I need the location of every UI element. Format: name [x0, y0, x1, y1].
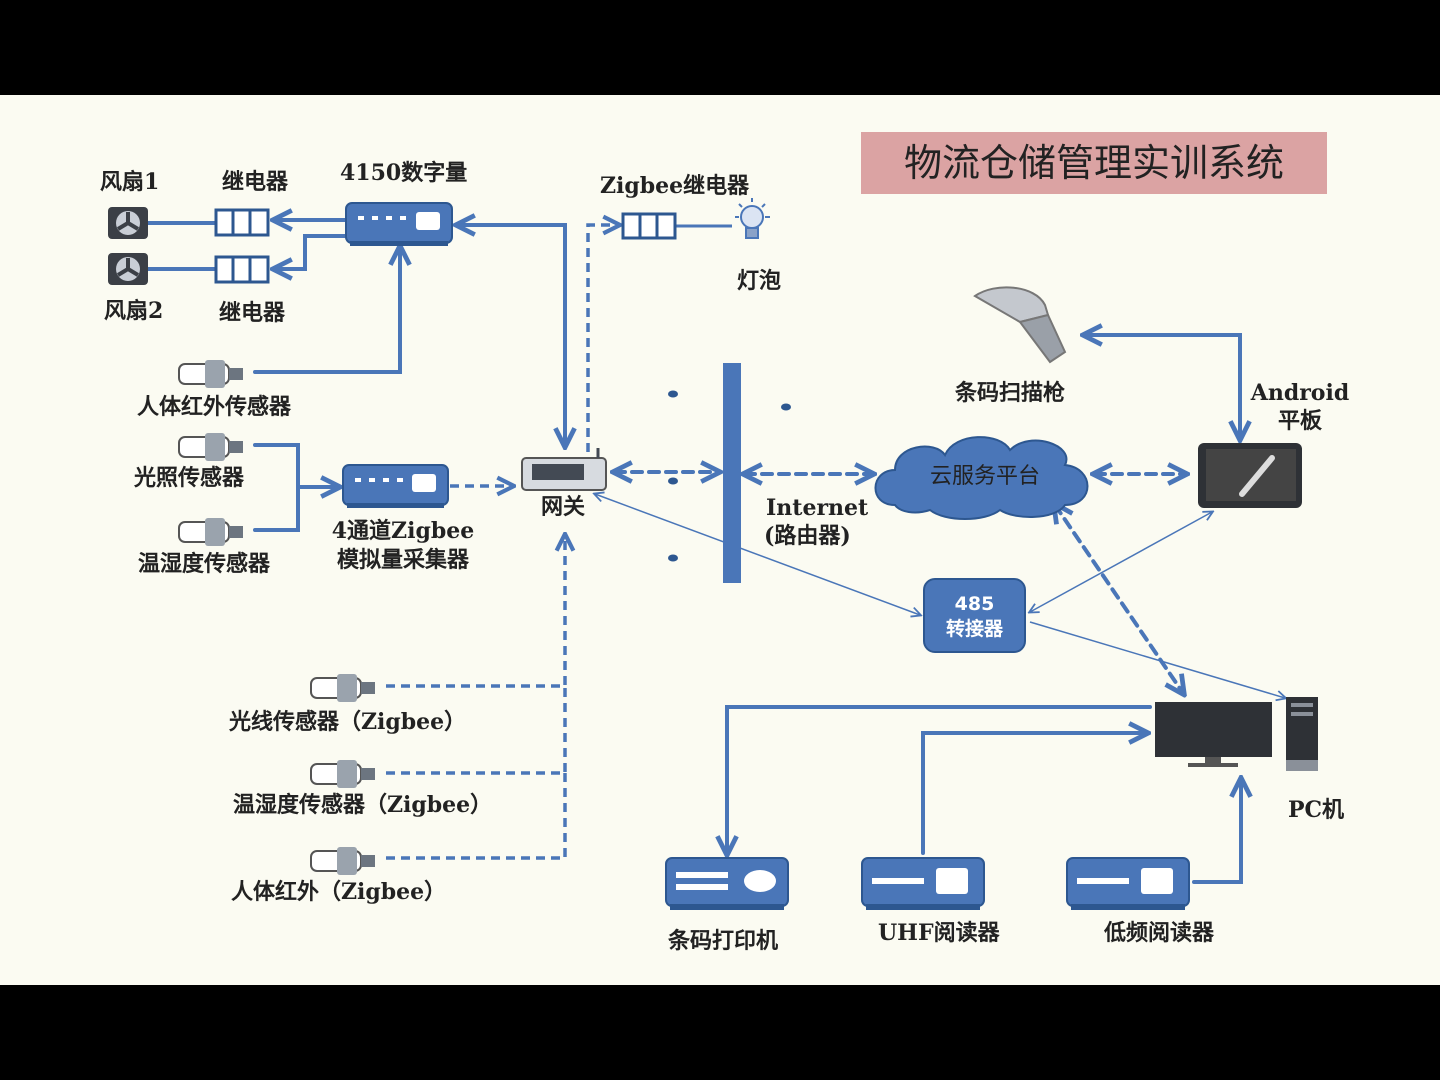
router-bar — [723, 363, 741, 583]
bulb-label: 灯泡 — [737, 268, 782, 294]
digital-to-relay2 — [275, 234, 347, 269]
analog-collector-device — [342, 464, 449, 508]
pc-label: PC机 — [1288, 797, 1345, 823]
fan1-label: 风扇1 — [100, 169, 160, 195]
android-label: Android — [1250, 380, 1350, 406]
pir-sensor-label: 人体红外传感器 — [137, 394, 292, 420]
relay-bottom-label: 继电器 — [219, 300, 286, 326]
sensor-icon — [178, 433, 243, 461]
lf-label: 低频阅读器 — [1104, 920, 1215, 946]
pir-zigbee-label: 人体红外（Zigbee） — [231, 879, 447, 905]
gateway-485-line — [595, 494, 920, 615]
pc-tower-icon — [1286, 697, 1318, 771]
relay-top-label: 继电器 — [222, 169, 289, 195]
router-label: (路由器) — [764, 523, 851, 549]
fan2-label: 风扇2 — [104, 298, 164, 324]
converter-label-1: 485 — [954, 593, 995, 615]
reader-icon — [861, 857, 985, 910]
scanner-label: 条码扫描枪 — [955, 380, 1066, 406]
fan-icon — [108, 207, 148, 239]
monitor-icon — [1155, 702, 1272, 767]
fan-icon — [108, 253, 148, 285]
light-sensor-label: 光照传感器 — [134, 465, 245, 491]
collector-label-2: 模拟量采集器 — [336, 547, 470, 573]
barcode-scanner-icon — [973, 286, 1067, 364]
lf-pc-line — [1192, 780, 1241, 884]
pir-to-digital — [253, 248, 400, 374]
sensor-icon — [310, 674, 375, 702]
relay-icon — [214, 255, 270, 284]
bulb-icon — [735, 198, 770, 239]
pc-printer-line — [727, 705, 1152, 853]
scanner-tablet-line — [1085, 335, 1240, 438]
sensor-icon — [310, 847, 375, 875]
sensor-bracket — [253, 443, 300, 532]
converter-label-2: 转接器 — [945, 618, 1003, 640]
digital-4150-label: 4150数字量 — [340, 160, 468, 186]
cloud-pc-line — [1055, 505, 1183, 693]
converter-485: 485 转接器 — [923, 578, 1026, 653]
title-banner: 物流仓储管理实训系统 — [861, 132, 1327, 194]
gateway-label: 网关 — [541, 494, 586, 520]
relay-icon — [214, 208, 270, 237]
tablet-icon — [1198, 443, 1302, 508]
reader-icon — [1066, 857, 1190, 910]
internet-label: Internet — [766, 495, 869, 521]
digital-4150-device — [345, 202, 453, 246]
cloud-icon — [874, 436, 1089, 520]
sensor-icon — [178, 518, 243, 546]
relay-icon — [621, 212, 677, 240]
temp-zigbee-label: 温湿度传感器（Zigbee） — [233, 792, 493, 818]
printer-icon — [665, 857, 789, 910]
cloud-label: 云服务平台 — [929, 464, 1041, 489]
digital-gateway-line — [458, 225, 565, 445]
printer-label: 条码打印机 — [668, 928, 779, 954]
485-pc-line — [1029, 621, 1285, 698]
uhf-pc-line — [921, 733, 1146, 855]
temp-humidity-label: 温湿度传感器 — [138, 551, 271, 577]
light-zigbee-label: 光线传感器（Zigbee） — [229, 709, 467, 735]
page-title: 物流仓储管理实训系统 — [903, 141, 1284, 185]
sensor-icon — [310, 760, 375, 788]
router-dots — [668, 390, 791, 562]
sensor-icon — [178, 360, 243, 388]
zigbee-relay-label: Zigbee继电器 — [600, 173, 750, 199]
485-tablet-line — [1030, 512, 1212, 612]
uhf-label: UHF阅读器 — [878, 920, 1000, 946]
tablet-label: 平板 — [1277, 408, 1323, 434]
collector-label-1: 4通道Zigbee — [331, 518, 475, 544]
gateway-zigbee-relay-line — [586, 225, 618, 452]
gateway-icon — [521, 448, 607, 491]
